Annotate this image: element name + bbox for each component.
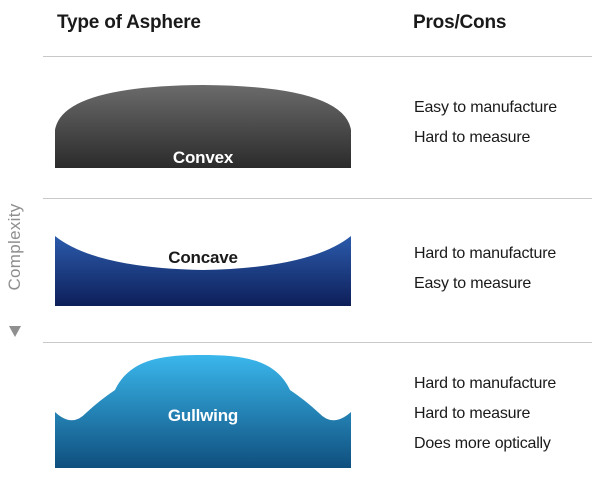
divider	[43, 198, 592, 199]
pros-cons-item: Hard to manufacture	[414, 245, 557, 262]
pros-cons-item: Hard to manufacture	[414, 375, 557, 392]
pros-cons-item: Hard to measure	[414, 405, 531, 422]
pros-cons-header: Pros/Cons	[413, 12, 507, 33]
gullwing-label: Gullwing	[167, 406, 239, 425]
divider	[43, 56, 592, 57]
pros-cons-item: Easy to measure	[414, 275, 532, 292]
convex-pros-cons: Easy to manufacture Hard to measure	[414, 93, 557, 153]
concave-pros-cons: Hard to manufacture Easy to measure	[414, 239, 556, 299]
complexity-axis: Complexity	[0, 192, 30, 342]
arrow-down-icon	[9, 326, 21, 337]
type-of-asphere-header: Type of Asphere	[57, 12, 201, 33]
concave-lens-shape	[55, 236, 351, 306]
divider	[43, 342, 592, 343]
convex-lens-shape	[55, 85, 351, 168]
pros-cons-item: Does more optically	[414, 435, 551, 452]
concave-label: Concave	[168, 248, 238, 267]
complexity-label: Complexity	[5, 203, 24, 291]
gullwing-lens-shape	[55, 355, 351, 468]
pros-cons-item: Hard to measure	[414, 129, 531, 146]
pros-cons-item: Easy to manufacture	[414, 99, 557, 116]
convex-label: Convex	[172, 148, 234, 167]
gullwing-pros-cons: Hard to manufacture Hard to measure Does…	[414, 369, 556, 459]
